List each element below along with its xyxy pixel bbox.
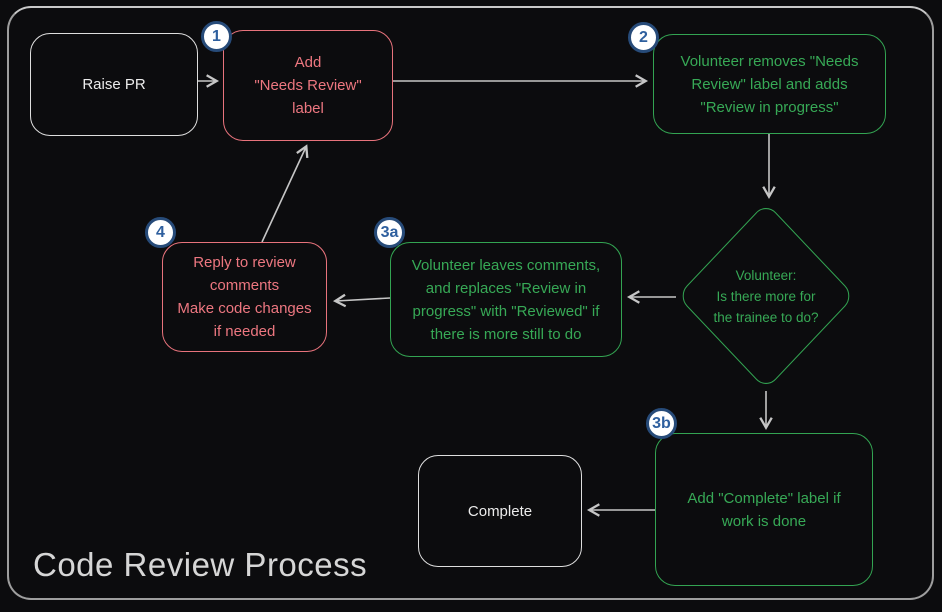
node-text-line: label: [292, 100, 324, 117]
node-raise-pr-label: Raise PR: [82, 76, 146, 93]
node-text-line: progress" with "Reviewed" if: [412, 302, 600, 320]
step-badge-2-label: 2: [639, 28, 648, 46]
node-complete: Complete: [418, 455, 582, 567]
node-text-line: Review" label and adds: [691, 75, 848, 93]
node-volunteer-leaves-comments: Volunteer leaves comments, and replaces …: [390, 242, 622, 357]
step-badge-3b: 3b: [646, 408, 677, 439]
step-badge-4-label: 4: [156, 223, 165, 241]
node-add-complete-label: Add "Complete" label if work is done: [655, 433, 873, 586]
node-text-line: there is more still to do: [430, 325, 582, 343]
node-text-line: Reply to review: [193, 254, 296, 271]
node-reply-to-review-comments: Reply to review comments Make code chang…: [162, 242, 327, 352]
step-badge-4: 4: [145, 217, 176, 248]
node-text-line: "Needs Review": [254, 77, 362, 94]
step-badge-2: 2: [628, 22, 659, 53]
node-volunteer-removes-label: Volunteer removes "Needs Review" label a…: [653, 34, 886, 134]
node-text-line: "Review in progress": [700, 98, 839, 116]
step-badge-1: 1: [201, 21, 232, 52]
node-text-line: if needed: [213, 323, 276, 340]
step-badge-3b-label: 3b: [652, 414, 671, 432]
arrow-leavescomments-to-reply: [332, 293, 391, 308]
node-text-line: Add "Complete" label if: [687, 489, 841, 507]
node-text-line: Volunteer leaves comments,: [411, 256, 601, 274]
node-text-line: comments: [209, 277, 280, 294]
decision-diamond-text: Volunteer: Is there more for the trainee…: [677, 202, 855, 390]
step-badge-1-label: 1: [212, 27, 221, 45]
node-text-line: Volunteer removes "Needs: [680, 52, 859, 70]
node-text-line: Is there more for: [716, 288, 816, 304]
node-text-line: Make code changes: [177, 300, 312, 317]
node-text-line: the trainee to do?: [713, 309, 819, 325]
node-text-line: Add: [294, 54, 322, 71]
node-text-line: and replaces "Review in: [425, 279, 587, 297]
node-complete-label: Complete: [467, 502, 533, 520]
node-raise-pr: Raise PR: [30, 33, 198, 136]
node-decision-more-for-trainee: Volunteer: Is there more for the trainee…: [676, 201, 856, 391]
node-text-line: work is done: [721, 512, 807, 530]
node-add-needs-review-label: Add "Needs Review" label: [223, 30, 393, 141]
arrow-reply-to-needsreview: [261, 144, 309, 243]
step-badge-3a: 3a: [374, 217, 405, 248]
step-badge-3a-label: 3a: [380, 223, 399, 241]
node-text-line: Volunteer:: [735, 267, 797, 283]
page-title: Code Review Process: [33, 546, 368, 583]
